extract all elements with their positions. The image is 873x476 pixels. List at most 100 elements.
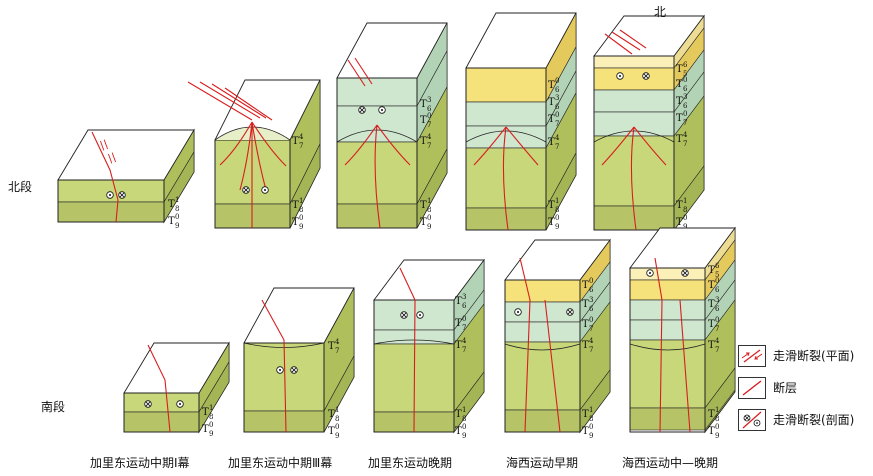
horizon-subscript: 6 <box>683 85 688 93</box>
horizon-subscript: 7 <box>715 325 719 333</box>
horizon-letter: T <box>548 200 555 211</box>
symbol-dot <box>419 314 421 316</box>
block-south-5 <box>629 226 736 434</box>
into-page-icon <box>642 72 650 80</box>
front-layer <box>629 279 706 301</box>
horizon-subscript: 6 <box>462 302 467 310</box>
horizon-superscript: 0 <box>299 214 303 222</box>
horizon-superscript: 0 <box>715 316 719 324</box>
front-layer <box>593 135 675 207</box>
block-north-1 <box>57 128 195 224</box>
horizon-letter: T <box>420 217 427 228</box>
front-layer <box>336 105 418 143</box>
horizon-superscript: 0 <box>683 76 687 84</box>
horizon-superscript: 1 <box>209 404 213 412</box>
front-layer <box>243 410 325 433</box>
horizon-superscript: 1 <box>555 197 559 205</box>
horizon-subscript: 9 <box>299 223 303 231</box>
horizon-superscript: 0 <box>209 421 213 429</box>
out-of-page-icon <box>176 400 184 408</box>
horizon-superscript: 0 <box>589 316 593 324</box>
out-of-page-icon <box>261 186 269 194</box>
horizon-letter: T <box>292 136 299 147</box>
block-outline <box>123 392 200 433</box>
horizon-letter: T <box>455 318 462 329</box>
out-of-page-icon <box>646 269 654 277</box>
front-layer <box>465 101 547 127</box>
block-north-4 <box>465 12 577 231</box>
fault-north-3 <box>344 124 411 229</box>
horizon-subscript: 7 <box>462 346 466 354</box>
fault-south-1 <box>147 344 171 433</box>
horizon-superscript: 0 <box>555 77 559 85</box>
horizon-subscript: 8 <box>427 206 431 214</box>
into-page-icon <box>566 308 574 316</box>
symbol-dot <box>264 189 266 191</box>
horizon-superscript: 0 <box>427 112 431 120</box>
fault-north-2-plan <box>187 81 273 121</box>
horizon-superscript: 4 <box>715 337 720 345</box>
horizon-letter: T <box>548 137 555 148</box>
stage-label-4: 海西运动早期 <box>506 456 579 470</box>
horizon-subscript: 7 <box>683 140 687 148</box>
horizon-subscript: 5 <box>715 271 719 279</box>
horizon-letter: T <box>455 296 462 307</box>
horizon-superscript: 0 <box>335 423 339 431</box>
horizon-letter: T <box>582 409 589 420</box>
symbol-dot <box>619 75 621 77</box>
fault-south-5 <box>654 257 691 433</box>
block-north-3 <box>336 22 448 229</box>
horizon-letter: T <box>708 299 715 310</box>
horizon-subscript: 8 <box>175 205 179 213</box>
symbol-stroke <box>567 309 573 315</box>
horizon-letter: T <box>676 113 683 124</box>
horizon-superscript: 0 <box>555 214 559 222</box>
horizon-superscript: 3 <box>589 296 593 304</box>
stage-label-1: 加里东运动中期Ⅰ幕 <box>90 456 190 470</box>
into-page-icon <box>144 400 152 408</box>
horizon-superscript: 1 <box>299 197 303 205</box>
symbol-dot <box>381 109 383 111</box>
horizon-superscript: 4 <box>462 337 467 345</box>
horizon-letter: T <box>676 134 683 145</box>
horizon-superscript: 0 <box>175 213 179 221</box>
horizon-subscript: 8 <box>683 206 687 214</box>
horizon-superscript: 0 <box>589 423 593 431</box>
horizon-letter: T <box>582 299 589 310</box>
horizon-letter: T <box>676 200 683 211</box>
horizon-superscript: 1 <box>175 196 179 204</box>
fault-north-3-plan <box>347 57 373 87</box>
horizon-subscript: 9 <box>427 223 431 231</box>
horizon-superscript: 1 <box>683 197 687 205</box>
horizon-subscript: 7 <box>683 119 687 127</box>
horizon-superscript: 1 <box>427 197 431 205</box>
symbol-stroke <box>243 187 249 193</box>
horizon-letter: T <box>582 426 589 437</box>
front-layer <box>465 67 547 103</box>
horizon-letter: T <box>548 80 555 91</box>
block-outline <box>336 77 418 229</box>
horizon-superscript: 6 <box>683 61 688 69</box>
front-layer <box>465 147 547 209</box>
front-layer <box>123 411 200 433</box>
sag-layer <box>504 343 581 351</box>
horizon-superscript: 3 <box>683 93 687 101</box>
sag-layer <box>629 343 706 351</box>
block-north-5 <box>593 14 705 232</box>
horizon-superscript: 4 <box>555 134 560 142</box>
symbol-dot <box>179 403 181 405</box>
front-layer <box>629 267 706 281</box>
fault-south-2 <box>261 299 287 433</box>
